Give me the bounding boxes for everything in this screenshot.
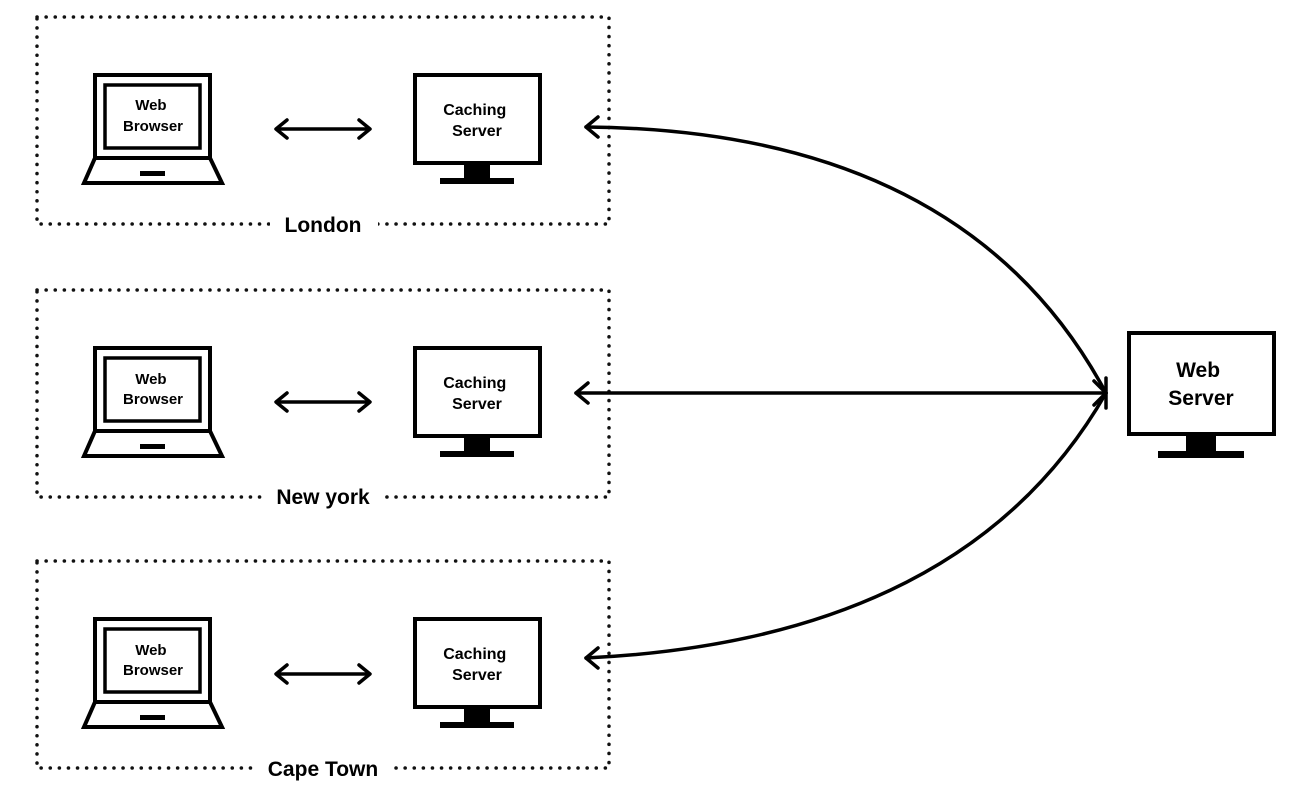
region-cape-town: Cape Town Web Browser: [35, 559, 611, 786]
london-cache-to-web-server-connector: [584, 115, 1108, 395]
region-london: London Web Browser: [35, 15, 611, 242]
caching-server-label: Caching Server: [443, 375, 511, 413]
web-server-arrowhead: [1092, 376, 1108, 410]
browser-label: Web Browser: [123, 642, 183, 679]
caching-server: Caching Server: [413, 346, 542, 457]
caching-server-label: Caching Server: [443, 646, 511, 684]
caching-server: Caching Server: [413, 617, 542, 728]
laptop-icon: [80, 73, 226, 185]
web-browser-laptop: Web Browser: [80, 617, 226, 729]
browser-cache-arrow: [274, 663, 372, 685]
browser-label: Web Browser: [123, 97, 183, 135]
monitor-icon: [413, 617, 542, 728]
laptop-icon: [80, 346, 226, 458]
web-browser-laptop: Web Browser: [80, 73, 226, 185]
caching-server: Caching Server: [413, 73, 542, 184]
monitor-icon: [413, 346, 542, 457]
region-label: New york: [276, 486, 370, 509]
server-connections: [574, 115, 1108, 670]
web-server-label: Web Server: [1168, 359, 1233, 410]
web-server: Web Server: [1127, 331, 1276, 458]
web-browser-laptop: Web Browser: [80, 346, 226, 458]
browser-cache-arrow: [274, 118, 372, 140]
browser-label: Web Browser: [123, 371, 183, 408]
region-label: Cape Town: [268, 758, 378, 781]
monitor-icon: [1127, 331, 1276, 458]
laptop-icon: [80, 617, 226, 729]
new-york-cache-to-web-server-connector: [574, 381, 1108, 405]
cape-town-cache-to-web-server-connector: [584, 391, 1108, 670]
browser-cache-arrow: [274, 391, 372, 413]
monitor-icon: [413, 73, 542, 184]
caching-server-label: Caching Server: [443, 102, 511, 140]
region-label: London: [285, 214, 362, 237]
region-new-york: New york Web Browser: [35, 288, 611, 515]
